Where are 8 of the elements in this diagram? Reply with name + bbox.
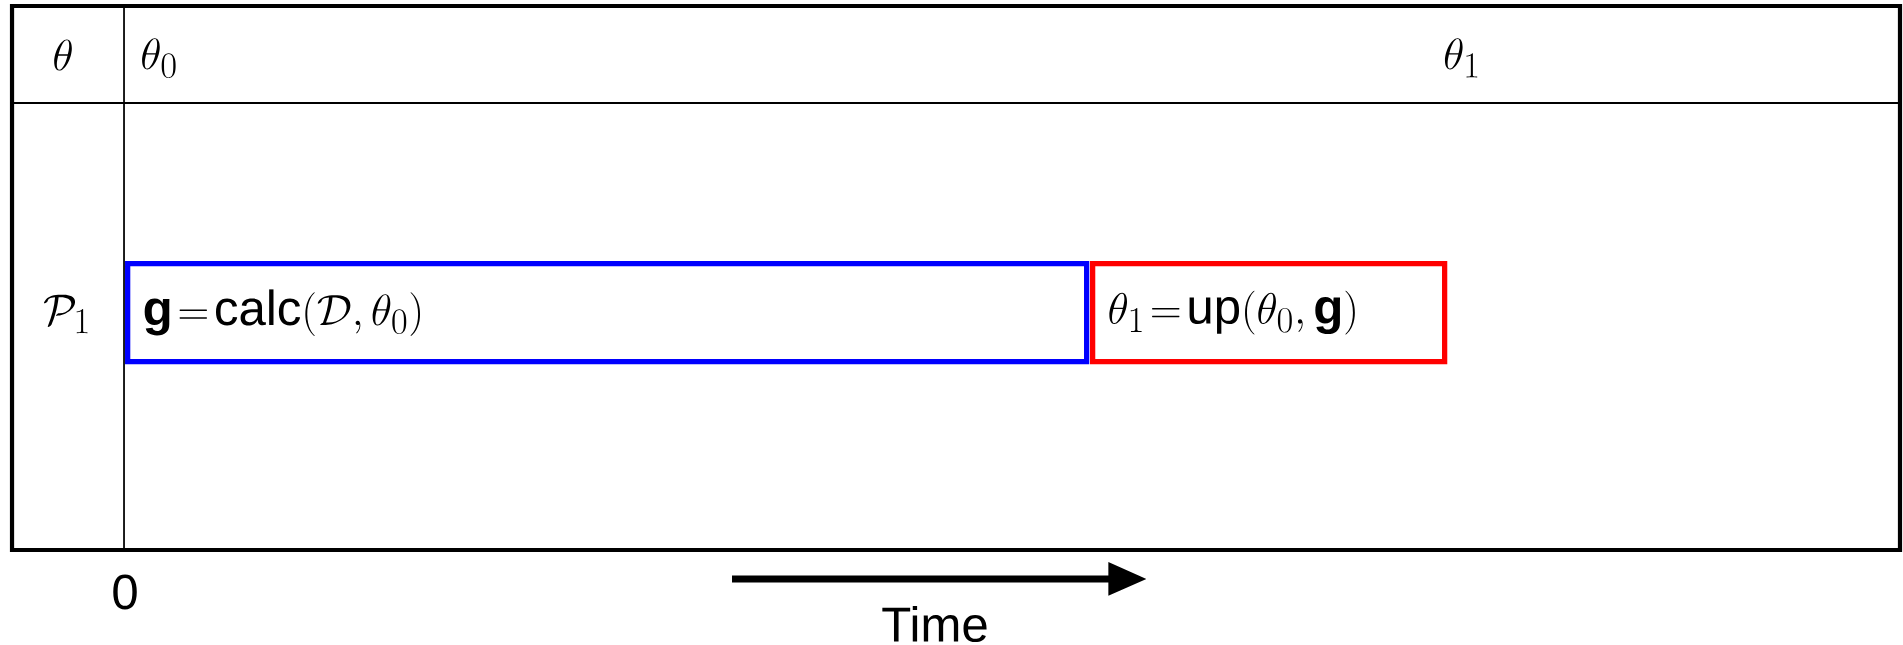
axis-label: Time (882, 605, 987, 643)
header-symbol: $\theta_0$ (142, 38, 176, 78)
axis-label: 0 (113, 574, 137, 610)
header-symbol: $\mathcal{P}_1$ (43, 294, 88, 334)
header-symbol: $\theta_1$ (1444, 38, 1478, 78)
process-box: $\mathbf{g}\!=\!\mathrm{calc}(\mathcal{D},\theta_0)$ (125, 261, 1090, 365)
process-box: $\theta_1\!=\!\mathrm{up}(\theta_0,\mathbf{g})$ (1090, 261, 1448, 365)
header-symbol: $\theta$ (54, 39, 72, 71)
